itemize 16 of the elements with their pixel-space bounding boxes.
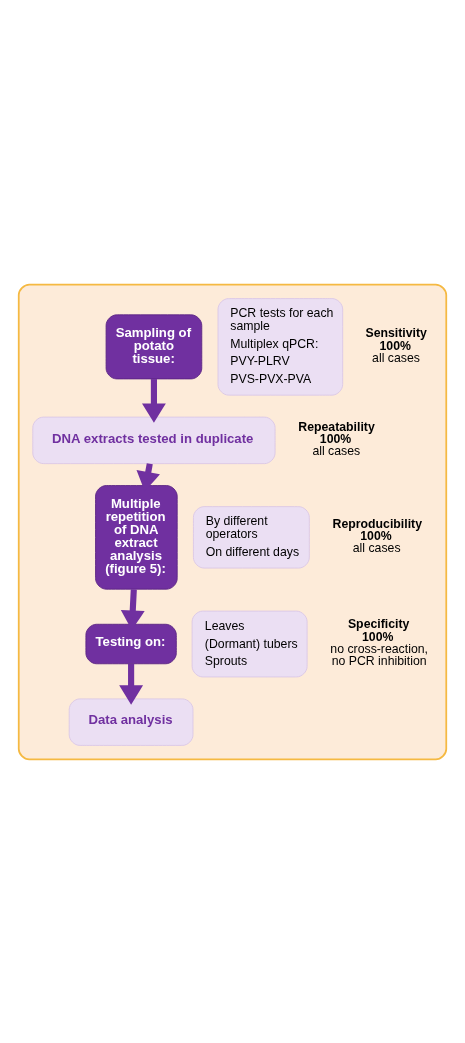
- cluster: [17, 283, 448, 760]
- node-box: By different operators On different days: [193, 505, 310, 569]
- node-box: Data analysis: [68, 697, 194, 746]
- node-label: all cases: [312, 443, 361, 458]
- node-box: Testing on:: [85, 623, 177, 664]
- arrow: [142, 378, 166, 423]
- node-label: all cases: [352, 540, 401, 555]
- node-box: DNA extracts tested in duplicate: [32, 416, 276, 464]
- arrow: [119, 663, 144, 705]
- node-box: Leaves (Dormant) tubers Sprouts: [191, 610, 308, 677]
- node-label: all cases: [372, 350, 420, 365]
- node-box: Sampling of potato tissue:: [105, 313, 203, 379]
- node-box: PCR tests for each sample Multiplex qPCR: PVY-PLRV PVS-PVX-PVA: [217, 297, 344, 396]
- node-label: no cross-reaction, no PCR inhibition: [330, 641, 428, 668]
- node-label: Specificity 100%: [347, 616, 410, 644]
- node-box: Multiple repetition of DNA extract analysis (figure 5):: [95, 484, 178, 590]
